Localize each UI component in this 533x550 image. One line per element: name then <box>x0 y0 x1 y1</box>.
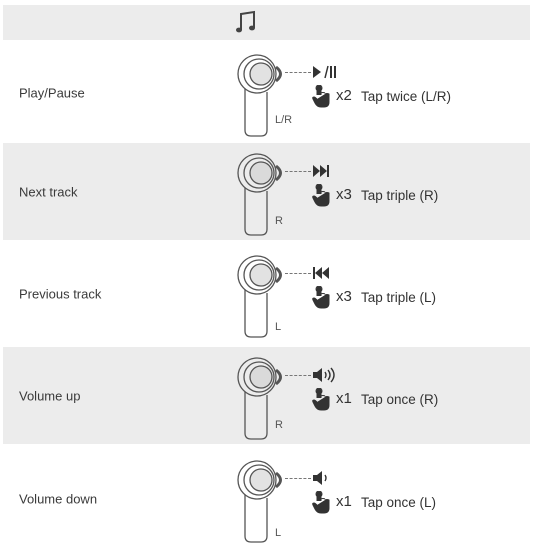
indicator-dashed-line <box>285 478 311 479</box>
header-band <box>3 5 530 40</box>
earbud-side-label: L <box>275 321 282 333</box>
next-track-icon <box>313 165 329 177</box>
tap-description: Tap triple (R) <box>361 188 439 203</box>
gesture-row-next-track: Next track R x3 Tap triple (R) <box>3 143 530 240</box>
tap-description: Tap triple (L) <box>361 290 437 305</box>
indicator-dashed-line <box>285 72 311 73</box>
gesture-row-volume-up: Volume up R x1 Tap once (R) <box>3 347 530 444</box>
volume-down-icon <box>313 471 327 485</box>
earbud-side-label: L/R <box>275 114 293 126</box>
play-pause-icon <box>313 65 336 79</box>
tap-count: x3 <box>336 186 352 203</box>
earbud-side-label: L <box>275 527 282 539</box>
tap-count: x1 <box>336 493 352 510</box>
earbud-side-label: R <box>275 419 283 431</box>
music-note-icon <box>236 10 255 33</box>
volume-up-icon <box>313 367 335 383</box>
gesture-label: Volume up <box>19 388 81 403</box>
gesture-label: Next track <box>19 184 78 199</box>
tap-description: Tap twice (L/R) <box>361 89 452 104</box>
tap-count: x3 <box>336 288 352 305</box>
tap-hand-icon <box>312 184 330 207</box>
indicator-dashed-line <box>285 171 311 172</box>
earbud-icon <box>237 54 282 137</box>
tap-description: Tap once (R) <box>361 392 439 407</box>
gesture-row-play-pause: Play/Pause L/R x2 Tap twice (L/R) <box>3 44 530 141</box>
gesture-row-previous-track: Previous track L x3 Tap triple (L) <box>3 245 530 342</box>
indicator-dashed-line <box>285 375 311 376</box>
gesture-label: Previous track <box>19 286 102 301</box>
tap-hand-icon <box>312 388 330 411</box>
indicator-dashed-line <box>285 273 311 274</box>
tap-count: x1 <box>336 390 352 407</box>
tap-description: Tap once (L) <box>361 495 437 510</box>
earbud-icon <box>237 255 282 338</box>
tap-hand-icon <box>312 491 330 514</box>
earbud-icon <box>237 357 282 440</box>
gesture-label: Volume down <box>19 491 98 506</box>
tap-count: x2 <box>336 87 352 104</box>
gesture-row-volume-down: Volume down L x1 Tap once (L) <box>3 450 530 547</box>
tap-hand-icon <box>312 286 330 309</box>
gesture-label: Play/Pause <box>19 85 85 100</box>
earbud-side-label: R <box>275 215 283 227</box>
previous-track-icon <box>313 267 329 279</box>
tap-hand-icon <box>312 85 330 108</box>
earbud-icon <box>237 153 282 236</box>
earbud-icon <box>237 460 282 543</box>
